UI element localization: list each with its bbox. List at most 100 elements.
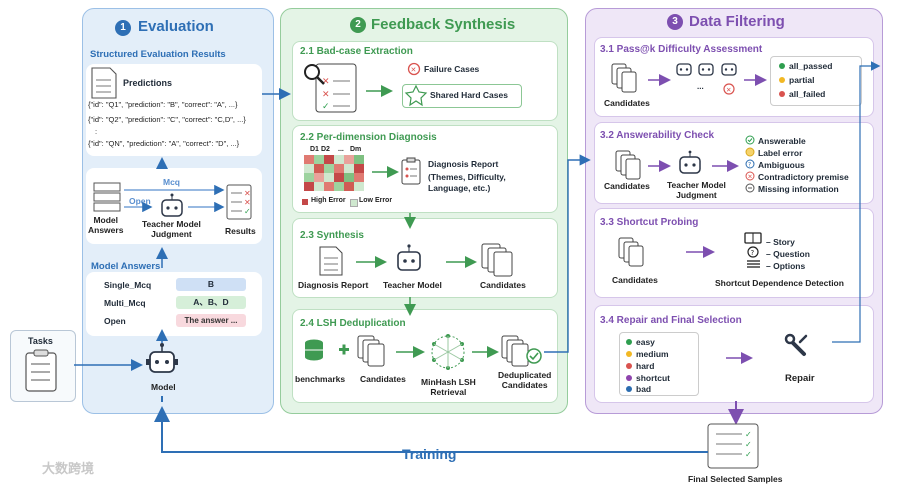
repair-title: 3.4 Repair and Final Selection [600,315,742,326]
svg-text:✓: ✓ [745,440,752,449]
clipboard-icon [25,349,57,392]
candidates-stack-icon-dedup [357,335,385,367]
prediction-line-n: {"id": "QN", "prediction": "A", "correct… [88,139,240,148]
minhash-label: MinHash LSH Retrieval [421,377,476,397]
bad-case-title: 2.1 Bad-case Extraction [300,46,413,57]
synthesis-teacher-model: Teacher Model [383,280,442,290]
answer-value-open: The answer ... [176,314,246,327]
svg-text:✓: ✓ [322,102,330,112]
filtering-number-badge: 3 [667,14,683,30]
heat-col-ellipsis: ... [338,146,344,153]
robot-icon-answerability [679,150,701,174]
all-failed-dot [779,91,785,97]
answerability-teacher: Teacher Model Judgment [667,180,726,200]
results-label: Results [225,226,256,236]
teacher-judgment-label: Teacher Model Judgment [142,219,201,239]
shortcut-candidates: Candidates [612,275,658,285]
partial-dot [779,77,785,83]
repair-legend-box [619,332,699,396]
candidates-stack-icon-shortcut [618,237,644,267]
benchmarks-label: benchmarks [295,374,346,384]
error-heatmap [304,155,364,191]
svg-text:✓: ✓ [745,430,752,439]
structured-results-title: Structured Evaluation Results [90,49,226,60]
ambiguous-label: Ambiguous [758,160,805,170]
stack-icon-model-answers [93,182,121,212]
robot-icon-passk-1 [676,63,692,76]
report-clipboard-icon [401,157,421,185]
all-passed-label: all_passed [789,61,833,71]
feedback-number-badge: 2 [350,17,366,33]
bad-label: bad [636,384,652,394]
document-icon-predictions [91,67,117,99]
wrench-icon [784,333,808,356]
feedback-title: Feedback Synthesis [371,16,516,33]
synthesis-title: 2.3 Synthesis [300,230,364,241]
partial-label: partial [789,75,815,85]
candidates-stack-icon-synthesis [481,243,513,277]
heat-col-dm: Dm [350,146,362,153]
svg-text:✓: ✓ [244,207,251,216]
svg-text:✓: ✓ [745,450,752,459]
shared-hard-cases-label: Shared Hard Cases [430,90,508,100]
answer-key-single: Single_Mcq [104,280,152,290]
missing-info-label: Missing information [758,184,839,194]
mcq-label: Mcq [163,177,180,187]
svg-text:?: ? [751,249,755,257]
low-error-swatch [350,199,358,207]
database-icon [305,339,323,361]
high-error-swatch [302,199,308,205]
answer-key-open: Open [104,316,126,326]
svg-text:✕: ✕ [748,174,753,181]
tasks-label: Tasks [28,336,53,346]
answerability-legend-icons: ? ✕ [745,135,755,193]
svg-text:?: ? [748,162,751,169]
shortcut-options: – Options [766,261,806,271]
model-label: Model [151,382,176,392]
synthesis-diagnosis-report: Diagnosis Report [298,280,369,290]
cross-circle-icon-passk: ✕ [723,83,735,95]
diagnosis-title: 2.2 Per-dimension Diagnosis [300,132,437,143]
book-icon [744,232,762,244]
plus-icon [339,344,349,355]
list-icon [747,260,760,268]
cross-circle-icon: ✕ [407,62,421,76]
filtering-title: Data Filtering [689,13,785,30]
answer-key-multi: Multi_Mcq [104,298,146,308]
final-samples-icon: ✓ ✓ ✓ [707,423,759,469]
svg-text:✕: ✕ [411,66,417,74]
label-error-label: Label error [758,148,803,158]
open-label: Open [129,196,151,206]
svg-text:✕: ✕ [322,90,330,100]
star-icon [404,84,428,107]
bad-dot [626,386,632,392]
shortcut-label: shortcut [636,373,670,383]
dedup-title: 2.4 LSH Deduplication [300,318,406,329]
model-answers-title: Model Answers [91,261,161,272]
prediction-line-ellipsis: : [95,127,98,136]
high-error-label: High Error [311,197,346,204]
failure-cases-label: Failure Cases [424,64,480,74]
candidates-stack-icon-answerability [615,150,641,180]
shortcut-story: – Story [766,237,795,247]
shortcut-detect-label: Shortcut Dependence Detection [715,278,844,288]
contradictory-label: Contradictory premise [758,172,849,182]
deduplicated-label: Deduplicated Candidates [498,370,552,390]
answer-value-single: B [176,278,246,291]
candidates-stack-icon-passk [611,63,637,93]
shortcut-question: – Question [766,249,810,259]
predictions-label: Predictions [123,78,173,88]
question-icon: ? [747,246,759,258]
easy-dot [626,339,632,345]
passk-candidates: Candidates [604,98,650,108]
evaluation-title: Evaluation [138,18,214,35]
passk-ellipsis: ... [697,82,704,91]
training-label: Training [402,446,457,462]
hard-label: hard [636,361,655,371]
prediction-line-1: {"id": "Q1", "prediction": "B", "correct… [88,100,238,109]
robot-icon-teacher-eval [161,193,183,217]
pass-legend-box [770,56,862,106]
watermark: 大数跨境 [42,461,95,476]
checklist-icon-results: ✕ ✕ ✓ [226,184,252,220]
